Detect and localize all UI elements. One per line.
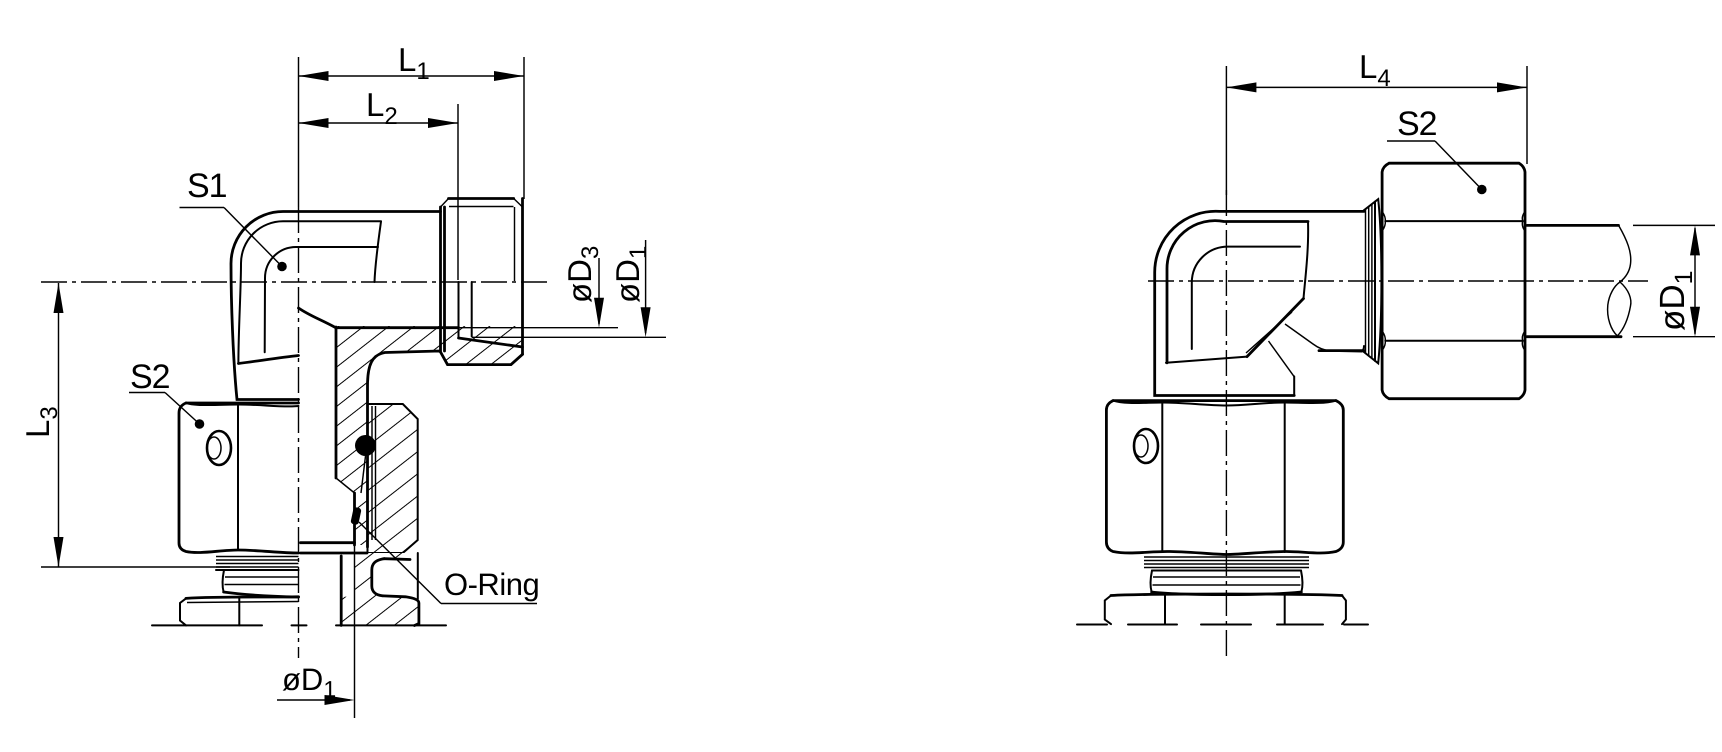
svg-text:L4: L4 [1359, 48, 1391, 92]
svg-text:S2: S2 [1397, 105, 1437, 143]
svg-text:S2: S2 [130, 358, 170, 396]
svg-text:O-Ring: O-Ring [444, 567, 539, 602]
svg-text:S1: S1 [187, 167, 227, 205]
